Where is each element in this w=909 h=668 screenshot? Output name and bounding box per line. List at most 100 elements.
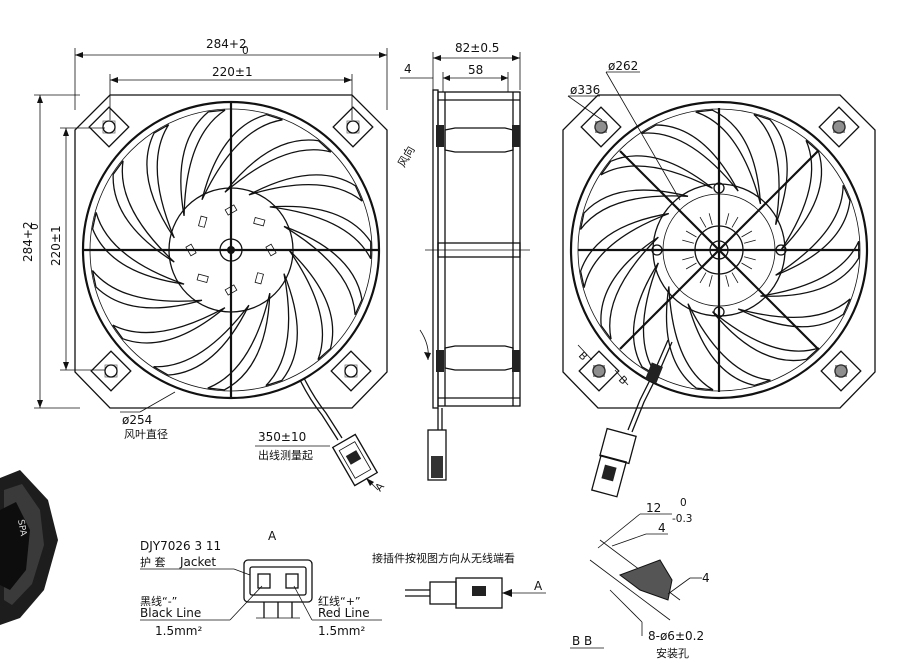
impeller-blade — [780, 139, 823, 251]
lead-length-label: 出线测量起 — [258, 448, 313, 462]
rear-mount-pad-bl — [578, 350, 620, 392]
arrow-label-a: A — [534, 579, 543, 593]
motor-fin — [744, 239, 756, 244]
inner-depth-dim: 58 — [468, 63, 483, 77]
impeller-blade — [579, 189, 689, 230]
holes-spec: 8-ø6±0.2 — [648, 629, 704, 643]
hub-slot — [224, 284, 238, 296]
hub-slot — [254, 272, 264, 285]
svg-text:SPA: SPA — [15, 519, 28, 538]
impeller-blade — [579, 212, 670, 288]
impeller-blade — [112, 307, 226, 344]
impeller-blade — [665, 286, 714, 391]
overall-height-tol: 0 — [29, 223, 41, 230]
red-wire-area: 1.5mm² — [318, 624, 365, 638]
rear-view: ø262 ø336 B B — [562, 59, 876, 498]
impeller-blade — [288, 249, 334, 361]
section-mark-b-right: B — [616, 374, 630, 388]
impeller-blade — [632, 262, 659, 376]
mount-pad-br — [330, 350, 372, 392]
rear-mount-pad-br — [820, 350, 862, 392]
mount-pad-tl — [88, 106, 130, 148]
depth-dim: 82±0.5 — [455, 41, 499, 55]
jacket-en: Jacket — [179, 555, 216, 569]
motor-fin — [682, 239, 694, 244]
view-label-a: A — [268, 529, 277, 543]
impeller-blade — [153, 304, 250, 376]
section-mark-a: A — [373, 480, 387, 494]
motor-fin — [691, 222, 701, 232]
impeller-dia-dim: ø254 — [122, 413, 152, 427]
airflow-label: 风向 — [394, 143, 417, 169]
motor-fin — [708, 275, 713, 287]
red-wire-en: Red Line — [318, 606, 370, 620]
jacket-cn: 护 套 — [140, 555, 166, 569]
front-view: 284+2 0 220±1 284+2 0 220±1 — [21, 37, 388, 494]
motor-fin — [741, 230, 753, 238]
impeller-blade — [146, 124, 175, 239]
connector-part-no: DJY7026 3 11 — [140, 539, 221, 553]
front-impeller-blades — [91, 109, 372, 391]
motor-fin — [744, 256, 756, 261]
black-wire-area: 1.5mm² — [155, 624, 202, 638]
impeller-blade — [737, 298, 851, 328]
section-dim-12-lower: -0.3 — [672, 513, 693, 525]
frame-dia-dim: ø336 — [570, 83, 600, 97]
impeller-blade — [224, 139, 332, 193]
motor-fin — [737, 268, 747, 278]
overall-width-tol: 0 — [242, 45, 249, 57]
hole-spacing-h-dim: 220±1 — [212, 65, 253, 79]
impeller-blade — [201, 113, 283, 201]
motor-fin — [725, 213, 730, 225]
impeller-blade — [180, 109, 226, 217]
motor-fin — [731, 272, 739, 284]
red-wire-cn: 红线“+” — [318, 594, 361, 608]
rear-connector — [590, 427, 637, 498]
impeller-blade — [91, 212, 185, 285]
mount-pad-tr — [332, 106, 374, 148]
section-title: B B — [572, 634, 592, 648]
motor-fin — [737, 222, 747, 232]
impeller-blade — [248, 174, 363, 202]
section-dim-4-top: 4 — [658, 521, 666, 535]
connector-note: 接插件按视图方向从无线端看 — [372, 551, 515, 565]
impeller-blade — [207, 292, 271, 391]
impeller-blade — [112, 160, 175, 263]
hub-slot — [196, 273, 209, 283]
hub-slot — [253, 217, 266, 227]
impeller-blade — [269, 205, 372, 260]
impeller-blade — [91, 270, 203, 309]
overall-width-dim: 284+2 — [206, 37, 247, 51]
section-mark-b-left: B — [576, 350, 590, 364]
impeller-blade — [695, 109, 762, 205]
motor-fin — [741, 262, 753, 270]
impeller-blade — [600, 236, 659, 340]
impeller-blade — [600, 155, 713, 189]
black-wire-en: Black Line — [140, 606, 201, 620]
holes-cn: 安装孔 — [656, 646, 689, 660]
rear-mount-pad-tl — [580, 106, 622, 148]
impeller-blade — [265, 273, 298, 387]
fan-photo-fragment: SPA — [0, 470, 58, 625]
motor-fin — [725, 275, 730, 287]
side-view: 82±0.5 58 4 风向 — [394, 41, 530, 481]
motor-fin — [731, 216, 739, 228]
front-connector — [331, 433, 379, 487]
motor-fin — [691, 268, 701, 278]
section-bb: 12 0 -0.3 4 4 8-ø6±0.2 安装孔 B B — [570, 497, 710, 660]
black-wire-cn: 黑线“-” — [140, 594, 177, 608]
motor-fin — [708, 213, 713, 225]
hub-slot — [265, 243, 277, 257]
impeller-blade — [712, 311, 820, 362]
hub-slot — [185, 243, 197, 257]
hub-slot — [224, 204, 238, 216]
impeller-blade — [760, 241, 860, 297]
impeller-blade — [283, 225, 363, 316]
rear-mount-pad-tr — [818, 106, 860, 148]
hub-slot — [198, 215, 208, 228]
lead-length-dim: 350±10 — [258, 430, 306, 444]
impeller-blade — [687, 303, 771, 387]
motor-fin — [699, 272, 707, 284]
impeller-dia-label: 风叶直径 — [124, 427, 168, 441]
